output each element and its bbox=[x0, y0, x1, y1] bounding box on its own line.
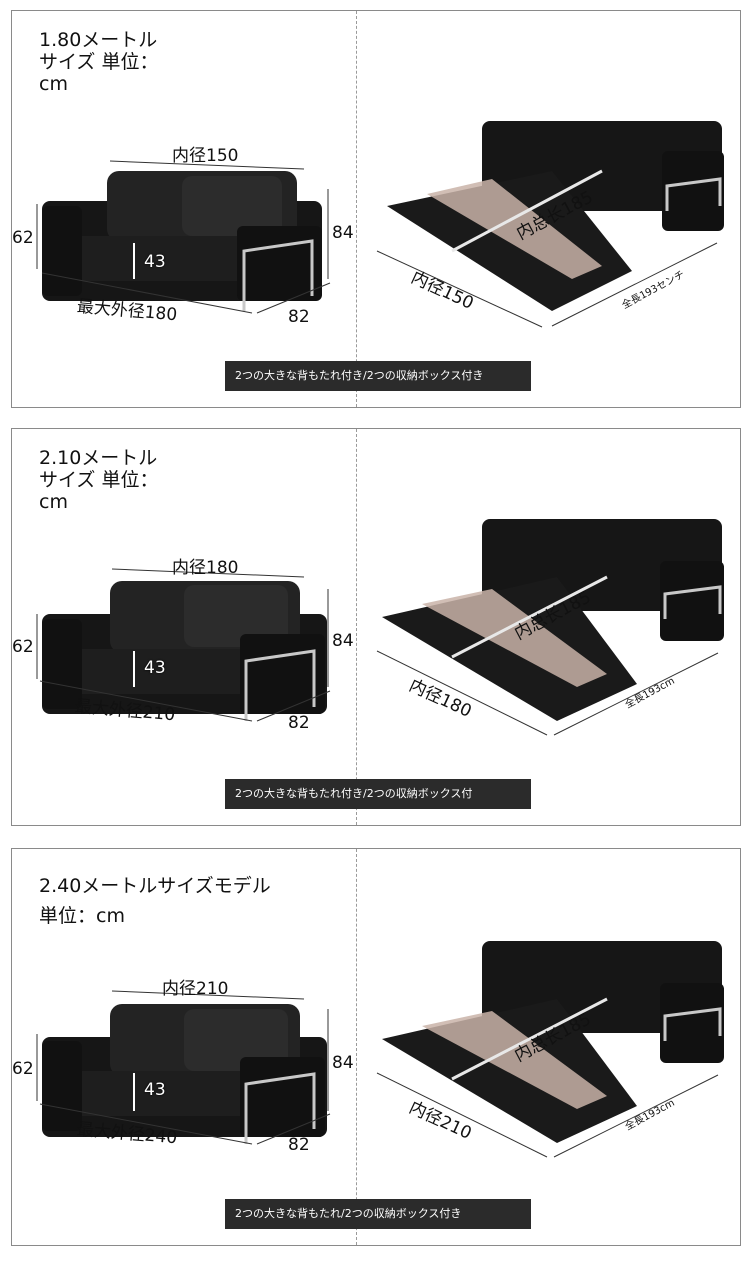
panel-divider bbox=[356, 11, 357, 407]
feature-caption: 2つの大きな背もたれ/2つの収納ボックス付き bbox=[225, 1199, 531, 1229]
seat-height-label: 43 bbox=[144, 1080, 166, 1100]
inner-width-label: 内径210 bbox=[162, 979, 229, 999]
depth-label: 82 bbox=[288, 307, 310, 327]
total-height-label: 84 bbox=[332, 631, 354, 651]
panel-divider bbox=[356, 429, 357, 825]
arm-height-label: 62 bbox=[12, 1059, 34, 1079]
size-panel-180: 1.80メートル サイズ 単位： cm bbox=[11, 10, 741, 408]
sofa-illustrations bbox=[36, 519, 724, 736]
arm-height-label: 62 bbox=[12, 228, 34, 248]
feature-caption: 2つの大きな背もたれ付き/2つの収納ボックス付き bbox=[225, 361, 531, 391]
seat-height-label: 43 bbox=[144, 252, 166, 272]
size-panel-210: 2.10メートル サイズ 単位： cm 内径180 bbox=[11, 428, 741, 826]
size-panel-240: 2.40メートルサイズモデル 単位：cm 内径21 bbox=[11, 848, 741, 1246]
inner-width-label: 内径180 bbox=[172, 558, 239, 578]
depth-label: 82 bbox=[288, 1135, 310, 1155]
total-height-label: 84 bbox=[332, 223, 354, 243]
arm-height-label: 62 bbox=[12, 637, 34, 657]
sofa-bed-view bbox=[376, 121, 724, 328]
sofa-illustrations bbox=[36, 941, 724, 1158]
sofa-bed-view bbox=[376, 519, 724, 736]
sofa-illustrations bbox=[36, 121, 724, 328]
sofa-front-view bbox=[36, 990, 331, 1145]
panel-title: 1.80メートル サイズ 単位： cm bbox=[39, 29, 159, 95]
feature-caption: 2つの大きな背もたれ付き/2つの収納ボックス付 bbox=[225, 779, 531, 809]
sofa-bed-view bbox=[376, 941, 724, 1158]
total-height-label: 84 bbox=[332, 1053, 354, 1073]
inner-width-label: 内径150 bbox=[172, 146, 239, 166]
sofa-front-view bbox=[36, 160, 331, 314]
depth-label: 82 bbox=[288, 713, 310, 733]
panel-divider bbox=[356, 849, 357, 1245]
seat-height-label: 43 bbox=[144, 658, 166, 678]
panel-title: 2.40メートルサイズモデル 単位：cm bbox=[39, 875, 271, 927]
sofa-front-view bbox=[36, 568, 331, 722]
panel-title: 2.10メートル サイズ 単位： cm bbox=[39, 447, 159, 513]
